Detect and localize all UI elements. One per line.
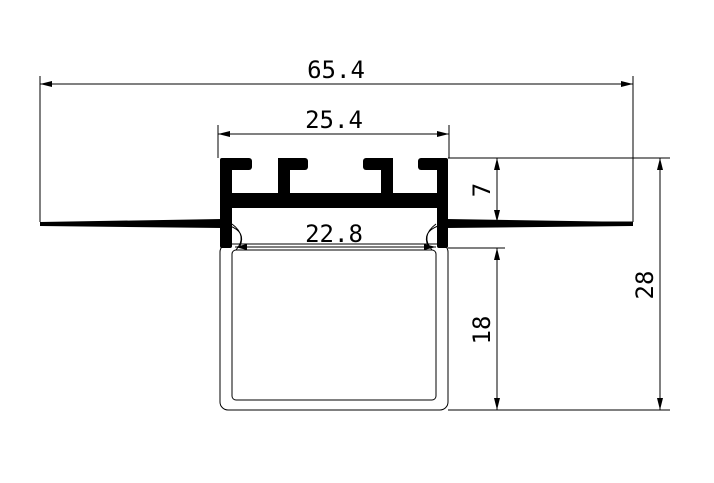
diffuser-inner [231,249,437,401]
aluminium-profile [220,158,448,248]
label-diffuser-height: 18 [468,316,496,345]
label-total-height: 28 [631,271,659,300]
label-overall-width: 65.4 [307,56,365,84]
diffuser-outer [219,243,449,411]
label-top-width: 25.4 [305,106,363,134]
label-top-height: 7 [468,183,496,197]
left-flange [40,219,222,228]
right-flange [446,219,633,228]
label-inner-width: 22.8 [305,220,363,248]
extension-lines [39,76,670,411]
right-clip [425,223,439,251]
